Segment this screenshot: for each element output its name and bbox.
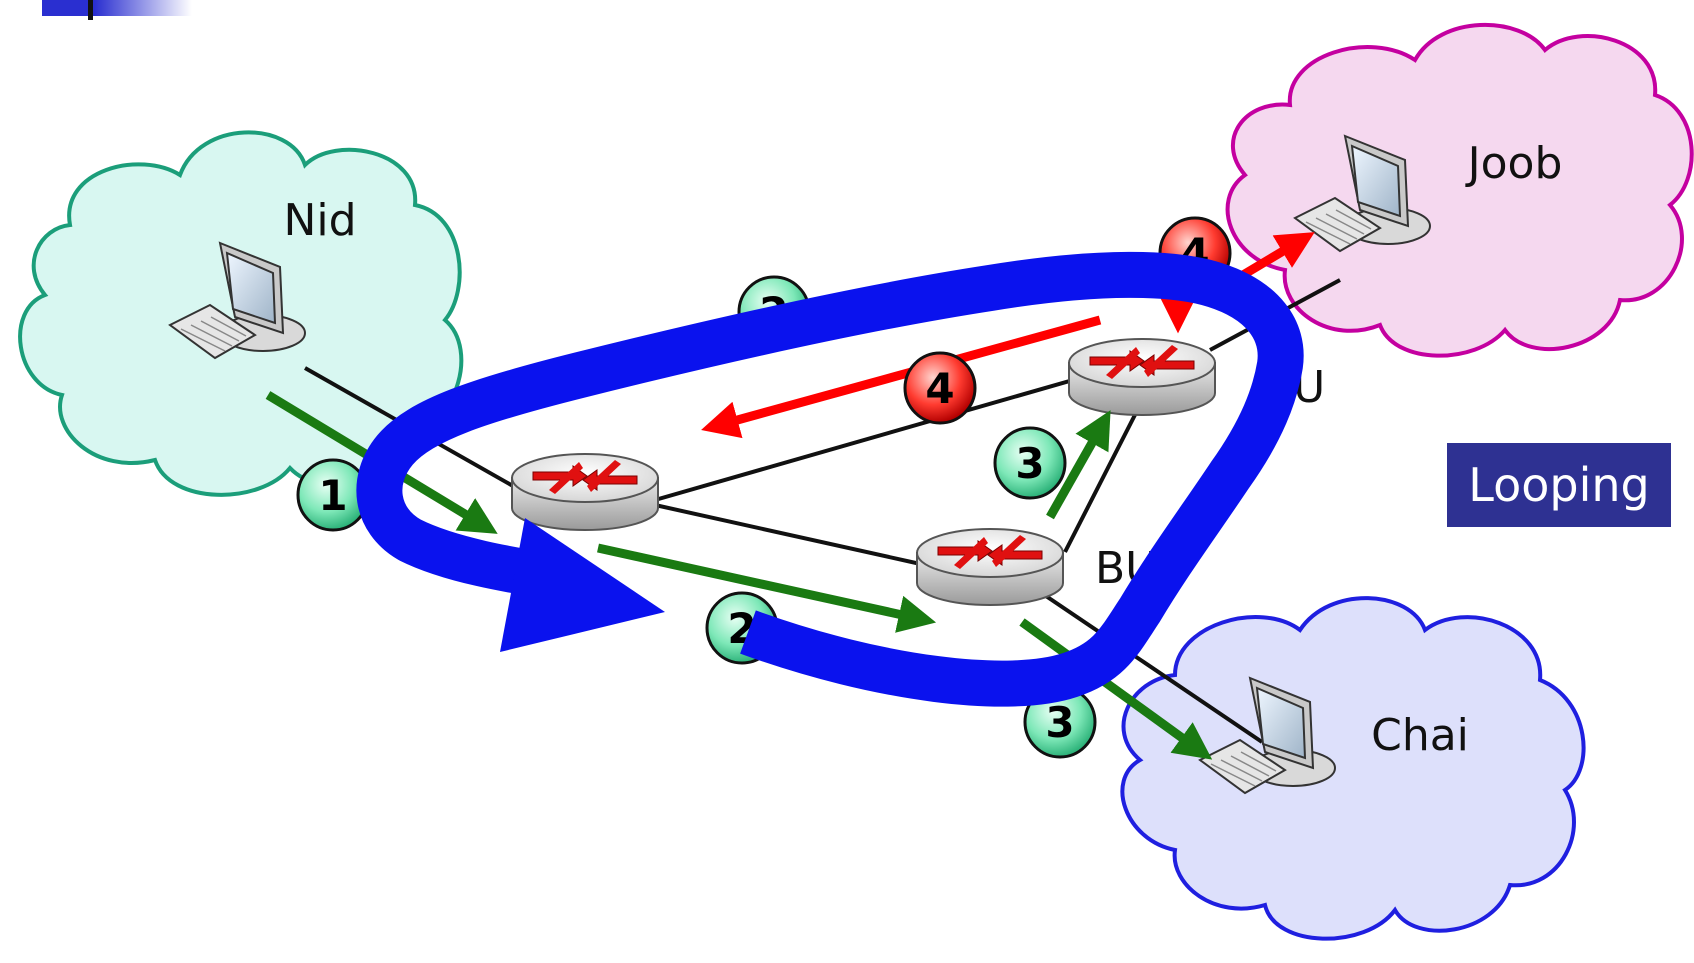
link-r1-bu [654,503,926,567]
corner-decoration [42,0,192,16]
red-arrow-4-joob [1235,232,1315,282]
computer-icon [168,241,306,360]
link-r1-mu [654,376,1081,502]
red-arrows [701,232,1315,439]
cloud-label-joob: Joob [1465,138,1563,189]
computer-icon [1293,134,1431,253]
loop-arrowhead [500,518,665,652]
badge-step3-bottom: 3 [1023,685,1097,759]
green-arrow-2 [597,543,937,633]
looping-status-box: Looping [1447,443,1671,527]
cloud-label-chai: Chai [1371,710,1469,761]
badge-step1: 1 [296,458,370,532]
looping-label: Looping [1468,458,1650,512]
router-icon [1068,338,1216,416]
badge-step4-mid: 4 [903,351,977,425]
badge-step3-mid: 3 [993,426,1067,500]
chai-cloud-shape [1120,596,1586,941]
router-icon [511,453,659,531]
svg-text:1: 1 [318,471,347,520]
cloud-label-nid: Nid [283,195,356,246]
red-arrow-4-back [701,315,1102,439]
router-icon [916,528,1064,606]
svg-text:3: 3 [1015,439,1044,488]
corner-tick [88,0,93,20]
green-arrow-3b [1019,618,1213,760]
joob-cloud-shape [1225,23,1694,358]
cloud-joob: Joob [1225,23,1694,358]
svg-text:3: 3 [1045,698,1074,747]
green-arrow-3 [1046,410,1111,520]
loop-arrow [356,251,1304,707]
network-links [304,278,1341,744]
computer-icon [1198,676,1336,795]
link-bu-chai [1038,590,1264,744]
link-mu-bu [1063,404,1142,553]
svg-text:4: 4 [925,364,954,413]
cloud-chai: Chai [1120,596,1586,941]
